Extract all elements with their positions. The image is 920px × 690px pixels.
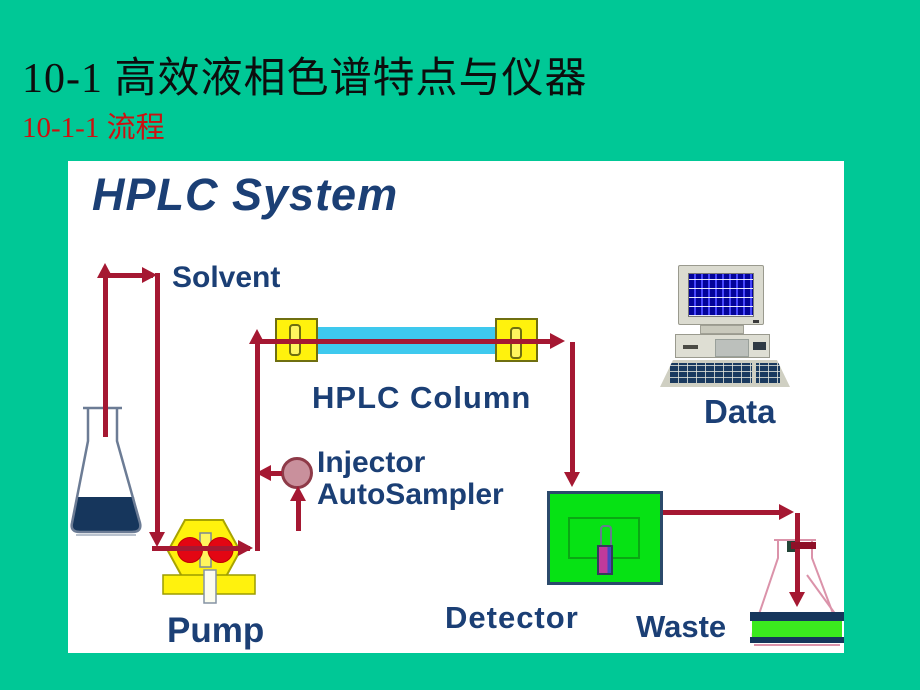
case-panel-icon (715, 339, 749, 357)
flow-arrow-down (789, 592, 805, 607)
detector-box-icon (547, 491, 663, 585)
keyboard-keys-icon (670, 363, 780, 383)
pump-label: Pump (167, 611, 265, 650)
slide-subtitle: 10-1-1 流程 (22, 112, 165, 144)
flow-line-solvent-up (103, 277, 108, 437)
flow-arrow-right (779, 504, 794, 520)
waste-tube-cap-icon (791, 542, 816, 549)
injector-valve-icon (281, 457, 313, 489)
pump-icon (162, 519, 256, 604)
floppy-slot-icon (683, 345, 698, 349)
monitor-stand-icon (700, 325, 744, 334)
flow-arrow-left (256, 465, 271, 481)
flow-line-detector-out (663, 510, 780, 515)
data-label: Data (704, 393, 776, 430)
waste-flask-icon (750, 539, 844, 646)
keyboard-gap (752, 363, 756, 383)
computer-icon (658, 261, 868, 401)
flow-line-injector (270, 471, 282, 476)
detector-flow-cell-top-icon (600, 525, 612, 548)
computer-case-icon (675, 334, 770, 358)
injector-label: Injector (317, 446, 426, 479)
flow-arrow-right (238, 540, 253, 556)
flow-arrow-right (550, 333, 565, 349)
flow-line-to-pump (155, 273, 160, 532)
diagram-title: HPLC System (92, 169, 399, 220)
flow-arrow-down (149, 532, 165, 547)
flow-line-pump-to-column (255, 337, 260, 551)
flow-line-column (255, 339, 551, 344)
keyboard-icon (660, 360, 790, 387)
detector-label: Detector (445, 600, 579, 635)
solvent-flask-icon (70, 406, 142, 536)
flow-line-to-waste (795, 513, 800, 593)
hplc-column-label: HPLC Column (312, 380, 532, 415)
flow-line-sample-in (296, 497, 301, 531)
solvent-label: Solvent (172, 261, 281, 294)
case-button-icon (753, 342, 766, 350)
hplc-diagram-panel: HPLC System (68, 161, 844, 653)
flow-line-through-pump (152, 546, 250, 551)
waste-label: Waste (636, 609, 727, 644)
monitor-icon (678, 265, 764, 325)
slide-title: 10-1 高效液相色谱特点与仪器 (22, 56, 588, 102)
monitor-power-light-icon (753, 320, 759, 323)
flow-arrow-up (290, 486, 306, 501)
autosampler-label: AutoSampler (317, 478, 504, 511)
flow-line-solvent-top (103, 273, 153, 278)
flow-line-to-detector (570, 342, 575, 473)
flow-arrow-right (142, 267, 157, 283)
detector-flow-cell-icon (597, 545, 613, 575)
flow-arrow-down (564, 472, 580, 487)
monitor-screen-icon (688, 273, 754, 317)
